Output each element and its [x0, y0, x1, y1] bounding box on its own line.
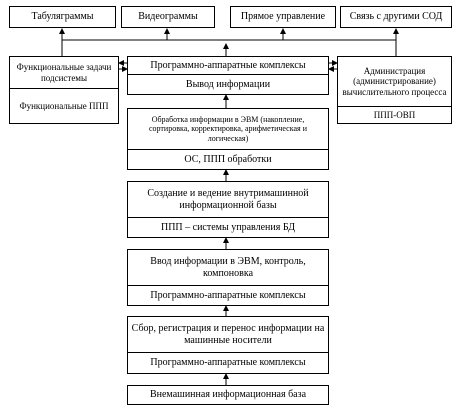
- output-direct-control-box: Прямое управление: [230, 6, 336, 28]
- processing-level-box: Обработка информации в ЭВМ (накопление, …: [127, 108, 329, 170]
- database-level-box: Создание и ведение внутримашинной информ…: [127, 181, 329, 238]
- input-level-box: Ввод информации в ЭВМ, контроль, компоно…: [127, 249, 329, 306]
- administration-title: Администрация (администрирование) вычисл…: [342, 65, 447, 97]
- external-base-title: Внемашинная информационная база: [149, 389, 307, 401]
- database-level-subtitle: ППП – системы управления БД: [128, 217, 328, 237]
- output-level-subtitle: Вывод информации: [128, 74, 328, 94]
- administration-software-label: ППП-ОВП: [338, 106, 451, 123]
- output-videograms-box: Видеограммы: [121, 6, 215, 28]
- database-level-title: Создание и ведение внутримашинной информ…: [147, 188, 309, 211]
- output-level-title: Программно-аппаратные комплексы: [150, 59, 306, 71]
- input-level-title: Ввод информации в ЭВМ, контроль, компоно…: [150, 256, 306, 279]
- output-videograms-label: Видеограммы: [138, 11, 198, 23]
- output-direct-control-label: Прямое управление: [240, 11, 326, 23]
- functional-tasks-title: Функциональные задачи подсистемы: [16, 62, 112, 83]
- collection-level-box: Сбор, регистрация и перенос информации н…: [127, 316, 329, 374]
- collection-level-title: Сбор, регистрация и перенос информации н…: [131, 323, 325, 346]
- processing-level-title: Обработка информации в ЭВМ (накопление, …: [148, 115, 307, 143]
- functional-tasks-panel: Функциональные задачи подсистемы Функцио…: [9, 56, 119, 124]
- functional-software-label: Функциональные ППП: [10, 88, 118, 123]
- output-tabulagrams-label: Табуляграммы: [31, 11, 94, 23]
- output-level-box: Программно-аппаратные комплексы Вывод ин…: [127, 56, 329, 95]
- collection-level-subtitle: Программно-аппаратные комплексы: [128, 352, 328, 373]
- output-links-other-sod-label: Связь с другими СОД: [349, 11, 443, 23]
- input-level-subtitle: Программно-аппаратные комплексы: [128, 285, 328, 305]
- processing-level-subtitle: ОС, ППП обработки: [128, 149, 328, 169]
- administration-panel: Администрация (администрирование) вычисл…: [337, 56, 452, 124]
- output-tabulagrams-box: Табуляграммы: [9, 6, 116, 28]
- output-links-other-sod-box: Связь с другими СОД: [340, 6, 452, 28]
- external-base-box: Внемашинная информационная база: [127, 385, 329, 405]
